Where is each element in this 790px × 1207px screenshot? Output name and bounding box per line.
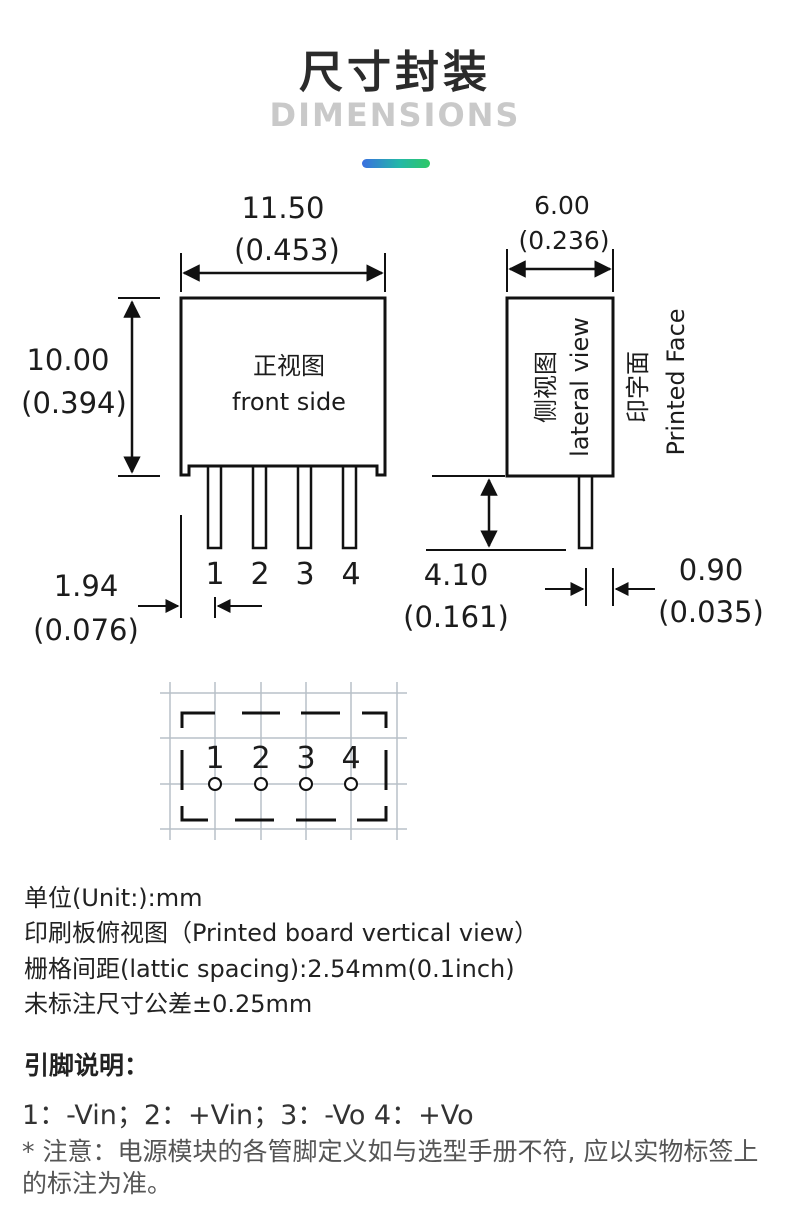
printed-face-label-cn: 印字面 (624, 351, 652, 423)
pcb-outline (180, 711, 388, 822)
grid-pin-label: 3 (296, 741, 315, 776)
dimension-drawing: 11.50 (0.453) 10.00 (0.394) 正视图 front si… (21, 191, 764, 840)
front-width-mm: 11.50 (241, 191, 324, 225)
pin-remark: * 注意：电源模块的各管脚定义如与选型手册不符, 应以实物标签上的标注为准。 (22, 1137, 759, 1198)
pitch-mm: 1.94 (54, 569, 119, 603)
front-pin-label: 4 (341, 557, 360, 592)
front-pin-label: 3 (295, 557, 314, 592)
pin-description: 1：-Vin；2：+Vin；3：-Vo 4：+Vo (22, 1100, 474, 1131)
pin-length-in: (0.161) (403, 600, 509, 634)
pcb-pin-holes (208, 777, 358, 791)
pitch-in: (0.076) (33, 613, 139, 647)
side-width-mm: 6.00 (534, 191, 590, 220)
pcb-grid (160, 682, 407, 840)
front-width-in: (0.453) (234, 233, 340, 267)
note-unit: 单位(Unit:):mm (24, 884, 203, 912)
front-pin-label: 1 (205, 557, 224, 592)
grid-pin-label: 2 (251, 741, 270, 776)
pin-length-mm: 4.10 (424, 558, 489, 592)
note-tolerance: 未标注尺寸公差±0.25mm (24, 990, 313, 1018)
pin-description-heading: 引脚说明： (24, 1051, 150, 1080)
pin-width-mm: 0.90 (679, 553, 744, 587)
grid-pin-label: 1 (205, 741, 224, 776)
grid-pin-label: 4 (341, 741, 360, 776)
note-board-view: 印刷板俯视图（Printed board vertical view） (24, 919, 539, 947)
note-grid-spacing: 栅格间距(lattic spacing):2.54mm(0.1inch) (24, 955, 515, 983)
side-width-in: (0.236) (518, 226, 609, 255)
front-height-mm: 10.00 (26, 343, 109, 377)
title-accent-bar (362, 159, 430, 168)
front-view (118, 253, 387, 618)
front-view-label-en: front side (232, 388, 346, 416)
front-height-in: (0.394) (21, 386, 127, 420)
page-subtitle: DIMENSIONS (269, 96, 521, 134)
side-view-label-en: lateral view (566, 317, 594, 457)
side-view-label-cn: 侧视图 (532, 351, 560, 423)
front-view-label-cn: 正视图 (253, 352, 325, 380)
front-pin-label: 2 (250, 557, 269, 592)
printed-face-label-en: Printed Face (662, 308, 690, 455)
pin-width-in: (0.035) (658, 595, 764, 629)
side-view (426, 249, 655, 606)
page-title: 尺寸封装 (299, 47, 491, 98)
